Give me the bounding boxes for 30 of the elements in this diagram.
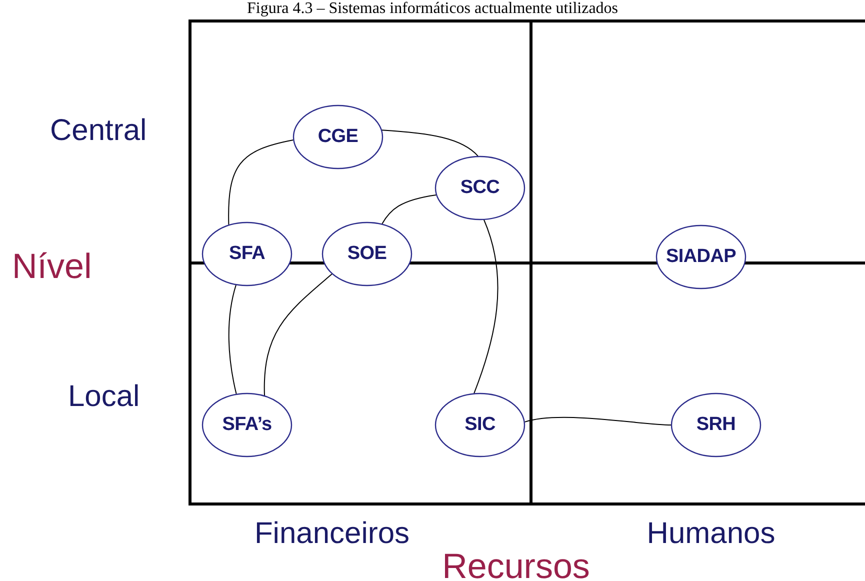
category-label: Humanos [646,519,776,549]
category-label: Financeiros [254,519,410,549]
system-name: SOE [347,243,387,265]
system-ellipse [293,105,383,169]
system-name: CGE [318,126,358,148]
connector-line [228,284,237,394]
system-name: SFA’s [222,414,272,436]
connector-line [264,274,332,396]
system-ellipse [671,393,761,457]
figure-title: Figura 4.3 – Sistemas informáticos actualmente utilizados [246,0,620,18]
connector-line [474,219,498,394]
system-name: SRH [696,414,736,436]
axis-title: Nível [12,248,92,284]
system-name: SFA [228,243,266,265]
connector-line [524,416,672,426]
system-name: SCC [460,177,500,199]
axis-title: Recursos [442,548,590,581]
system-name: SIC [464,414,496,436]
system-ellipse [435,393,525,457]
system-name: SIADAP [666,246,736,268]
level-label: Central [50,116,147,146]
connector-line [381,130,478,157]
system-ellipse [435,156,525,220]
level-label: Local [68,382,140,412]
system-ellipse [202,393,292,457]
system-ellipse [656,225,746,289]
system-ellipse [322,222,412,286]
connector-line [382,194,437,224]
connector-line [228,139,294,226]
system-ellipse [202,222,292,286]
